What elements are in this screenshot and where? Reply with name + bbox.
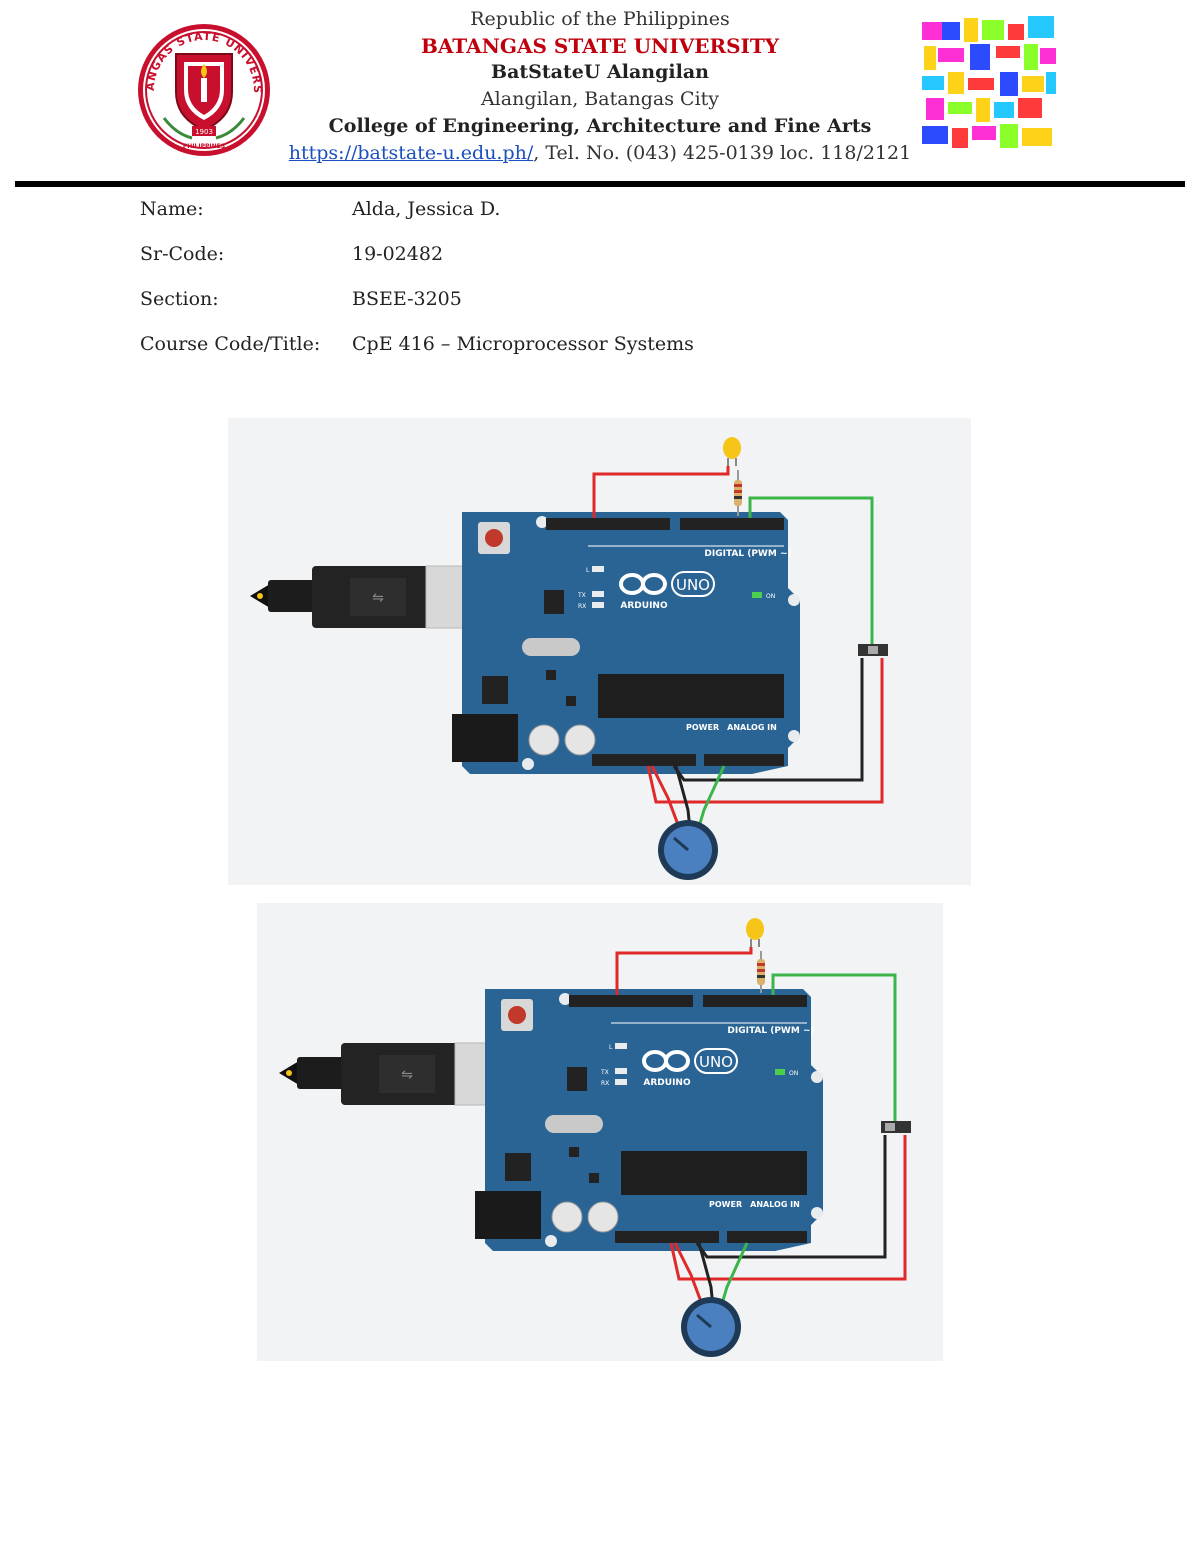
on-led [775,1069,785,1075]
info-label: Name: [140,198,204,220]
power-header [615,1231,719,1243]
tx-label: TX [600,1069,609,1076]
analog-header [704,754,784,766]
resistor [757,951,765,993]
svg-text:UNO: UNO [699,1053,733,1071]
svg-text:PHILIPPINES: PHILIPPINES [183,143,225,150]
svg-text:⇋: ⇋ [401,1067,413,1083]
digital-header-left [569,995,693,1007]
digital-label: DIGITAL (PWM ~) [727,1026,814,1036]
analog-label: ANALOG IN [750,1200,800,1209]
header-college: College of Engineering, Architecture and… [328,115,872,137]
info-value: Alda, Jessica D. [352,198,501,220]
power-label: POWER [709,1200,742,1209]
svg-text:⇋: ⇋ [372,590,384,606]
svg-text:UNO: UNO [676,576,710,594]
svg-text:ARDUINO: ARDUINO [620,601,668,611]
header-country: Republic of the Philippines [470,8,730,30]
circuit-figure-2: ⇋ DIGITAL (PWM ~) UNO ARDUINO L TX RX ON [257,903,943,1361]
regulator [505,1153,531,1181]
l-label: L [609,1044,613,1051]
power-jack [452,714,518,762]
arduino-logo: UNO ARDUINO [619,571,715,611]
header-contact: , Tel. No. (043) 425-0139 loc. 118/2121 [533,142,912,164]
info-value: BSEE-3205 [352,288,462,310]
wire-red-power [646,658,884,804]
analog-header [727,1231,807,1243]
header-campus: BatStateU Alangilan [491,61,709,83]
header-university: BATANGAS STATE UNIVERSITY [420,34,780,58]
info-value: 19-02482 [352,243,444,265]
digital-label: DIGITAL (PWM ~) [704,549,791,559]
digital-header-right [680,518,784,530]
arduino-logo: UNO ARDUINO [642,1048,738,1088]
on-label: ON [766,593,775,600]
on-led [752,592,762,598]
usb-chip [544,590,564,614]
crystal [545,1115,603,1133]
wire-red [592,466,730,518]
header-divider [15,181,1185,187]
qr-badge-image [920,14,1058,152]
info-value: CpE 416 – Microprocessor Systems [352,333,694,355]
rx-label: RX [601,1080,609,1087]
potentiometer[interactable] [681,1297,741,1357]
wire-red-power [669,1135,907,1281]
l-label: L [586,567,590,574]
led [723,437,741,466]
crystal [522,638,580,656]
info-label: Sr-Code: [140,243,225,265]
rx-label: RX [578,603,586,610]
university-logo: BATANGAS STATE UNIVERSITY 1903 PHILIPPIN… [131,12,272,158]
svg-text:1903: 1903 [195,128,213,136]
led [746,918,764,947]
info-label: Section: [140,288,219,310]
header-address: Alangilan, Batangas City [480,88,720,110]
wire-red [615,947,753,995]
tx-label: TX [577,592,586,599]
header-contact-line: https://batstate-u.edu.ph/, Tel. No. (04… [0,142,1200,164]
digital-header-right [703,995,807,1007]
svg-text:ARDUINO: ARDUINO [643,1078,691,1088]
power-header [592,754,696,766]
wire-green [748,496,874,644]
usb-chip [567,1067,587,1091]
power-jack [475,1191,541,1239]
circuit-figure-1: ⇋ DIGITAL (PWM ~) UNO ARDUINO L TX RX [228,418,971,885]
wire-green [771,973,897,1121]
on-label: ON [789,1070,798,1077]
resistor [734,470,742,516]
power-label: POWER [686,723,719,732]
digital-header-left [546,518,670,530]
potentiometer[interactable] [658,820,718,880]
website-link[interactable]: https://batstate-u.edu.ph/ [288,142,534,164]
info-label: Course Code/Title: [140,333,321,355]
atmega-chip [598,674,784,718]
regulator [482,676,508,704]
atmega-chip [621,1151,807,1195]
analog-label: ANALOG IN [727,723,777,732]
